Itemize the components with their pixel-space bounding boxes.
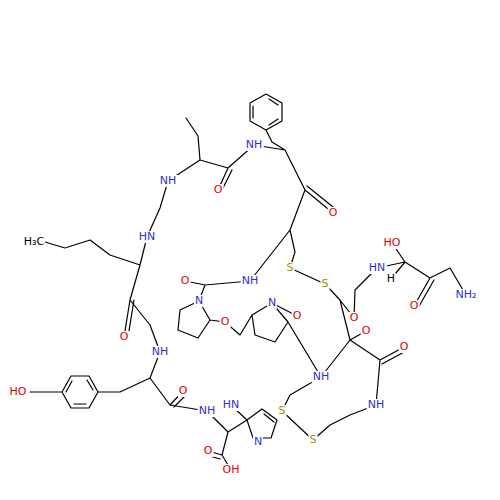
atom-label: HN <box>222 399 241 411</box>
atom-label: NH₂ <box>455 289 478 301</box>
atom-label: O <box>119 331 130 343</box>
atom-label: O <box>409 300 420 312</box>
atom-label: O <box>328 207 339 219</box>
atom-label: O <box>349 312 360 324</box>
proline-ring <box>225 303 321 377</box>
backbone-bond <box>45 118 254 352</box>
atom-label: O <box>213 184 224 196</box>
atom-label: NH <box>245 139 264 151</box>
atom-label: S <box>321 278 330 290</box>
atom-label: H₃C <box>23 236 45 248</box>
atom-label: N <box>253 436 263 448</box>
atom-label: HO <box>9 386 28 398</box>
atom-label: O <box>292 310 303 322</box>
atom-label: HN <box>138 231 157 243</box>
atom-label: NH <box>198 405 217 417</box>
atom-label: NH <box>241 275 260 287</box>
atom-label: O <box>178 385 189 397</box>
backbone-bond <box>206 411 247 470</box>
atom-label: O <box>399 341 410 353</box>
atom-label: OH <box>222 464 241 476</box>
atom-label: NH <box>159 175 178 187</box>
proline-ring <box>178 281 250 338</box>
atom-label: S <box>309 434 318 446</box>
atom-label: HN <box>368 262 387 274</box>
atom-label: O <box>180 275 191 287</box>
backbone-bond <box>282 284 406 440</box>
atom-label: N <box>194 295 204 307</box>
phenol-ring <box>30 376 98 408</box>
atom-label: N <box>267 297 277 309</box>
atom-label: H <box>386 273 396 285</box>
atom-label: S <box>286 262 295 274</box>
atom-label: O <box>361 325 372 337</box>
atom-label: NH <box>151 346 170 358</box>
atom-label: HO <box>383 237 402 249</box>
atom-label: S <box>278 405 287 417</box>
backbone-bond <box>354 243 466 318</box>
atom-label: O <box>220 316 231 328</box>
atom-label: NH <box>367 399 386 411</box>
phenyl-ring <box>250 94 282 130</box>
atom-label: O <box>203 445 214 457</box>
backbone-bond <box>250 130 333 284</box>
atom-label: NH <box>312 371 331 383</box>
backbone-bond <box>98 352 207 411</box>
